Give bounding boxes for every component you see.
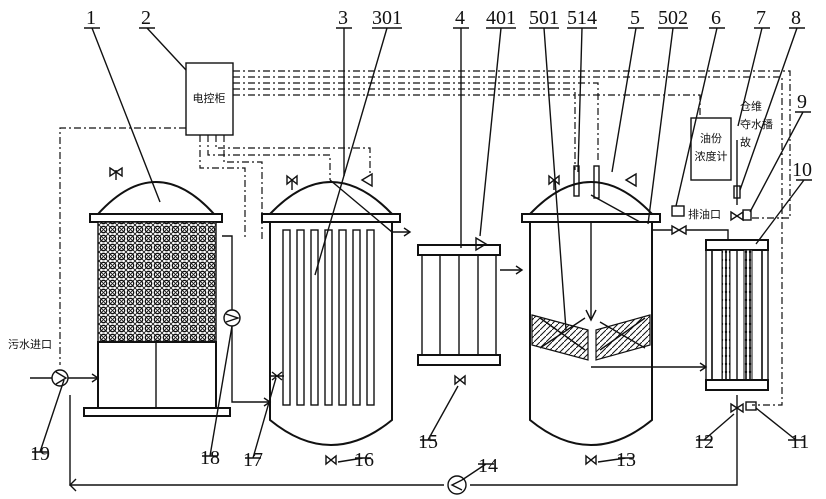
return-pump-icon (447, 475, 467, 495)
label-18: 18 (200, 447, 220, 469)
svg-text:仓维: 仓维 (740, 99, 762, 113)
tube-separator-tank (261, 172, 401, 446)
label-9: 9 (797, 91, 807, 113)
separator-tubes (282, 229, 375, 406)
control-signal-lines (59, 70, 791, 406)
fiber-filter-unit (705, 239, 769, 391)
label-2: 2 (141, 7, 151, 29)
sewage-pump-icon (51, 369, 69, 387)
sewage-inlet-label: 污水进口 (8, 338, 52, 351)
label-19: 19 (30, 443, 50, 465)
svg-text:故: 故 (740, 135, 751, 149)
drain-valve-15-icon (454, 374, 466, 386)
packed-filter-tank (83, 166, 231, 417)
drain-valve-13-icon (585, 454, 597, 466)
label-10: 10 (792, 159, 812, 181)
label-16: 16 (354, 449, 374, 471)
label-15: 15 (418, 431, 438, 453)
number-labels: 1 2 3 301 4 401 501 514 5 502 6 7 8 9 10… (30, 7, 812, 477)
plate-filter-unit (417, 236, 501, 366)
label-13: 13 (616, 449, 636, 471)
label-6: 6 (711, 7, 721, 29)
label-4: 4 (455, 7, 465, 29)
outlet-valve-12-icon (730, 402, 744, 414)
label-5: 5 (630, 7, 640, 29)
oil-concentration-meter: 油份 浓度计 仓维 夺水播 故 (690, 99, 773, 181)
label-502: 502 (658, 7, 688, 29)
valves-and-pumps (51, 185, 757, 495)
control-cabinet: 电控柜 (185, 62, 234, 136)
leader-lines (32, 27, 812, 481)
label-1: 1 (86, 7, 96, 29)
label-11: 11 (790, 431, 809, 453)
label-8: 8 (791, 7, 801, 29)
label-501: 501 (529, 7, 559, 29)
label-401: 401 (486, 7, 516, 29)
control-cabinet-label: 电控柜 (193, 91, 226, 105)
svg-text:夺水播: 夺水播 (740, 117, 773, 131)
oil-outlet-label: 排油口 (688, 207, 721, 221)
label-14: 14 (478, 455, 498, 477)
drain-valve-16-icon (325, 454, 337, 466)
label-301: 301 (372, 7, 402, 29)
label-12: 12 (694, 431, 714, 453)
svg-text:油份: 油份 (700, 131, 722, 145)
label-7: 7 (756, 7, 766, 29)
oil-outlet-valve-icon (671, 224, 687, 236)
water-detector-probe-icon (733, 185, 741, 199)
label-17: 17 (243, 449, 263, 471)
inlet-valve-9-icon (730, 210, 744, 222)
sample-valve-icon (270, 371, 284, 381)
process-pipelines (30, 140, 738, 492)
coalescing-separator-tank (521, 165, 661, 446)
svg-text:浓度计: 浓度计 (695, 149, 728, 163)
label-514: 514 (567, 7, 597, 29)
label-3: 3 (338, 7, 348, 29)
